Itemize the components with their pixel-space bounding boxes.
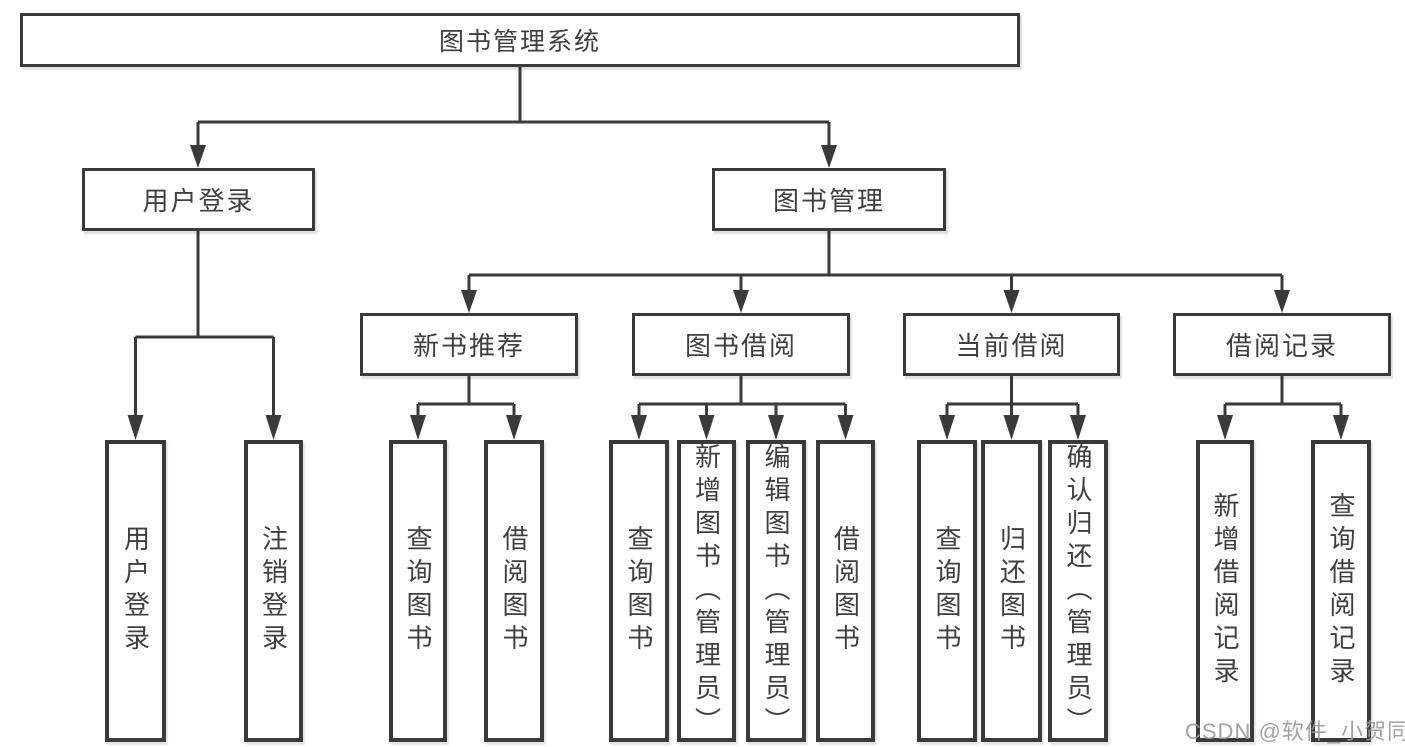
connector-currentborrow-to-leaves bbox=[945, 376, 1080, 417]
leaf-borrow-books-borrowing: 借阅图书 bbox=[816, 440, 875, 742]
leaf-query-books-recommend: 查询图书 bbox=[389, 440, 447, 742]
node-label: 图书管理系统 bbox=[438, 28, 601, 56]
leaf-label: 用户登录 bbox=[120, 525, 151, 657]
leaf-query-books-borrowing: 查询图书 bbox=[609, 440, 669, 742]
connector-root-to-level1 bbox=[196, 67, 831, 147]
leaf-user-login: 用户登录 bbox=[105, 440, 166, 742]
node-label: 当前借阅 bbox=[955, 331, 1068, 361]
leaf-label: 确认归还（管理员） bbox=[1063, 442, 1093, 740]
arrowheads bbox=[127, 145, 1349, 440]
node-book-management: 图书管理 bbox=[712, 168, 946, 231]
node-user-login: 用户登录 bbox=[82, 168, 315, 231]
connector-userlogin-to-leaves bbox=[134, 231, 275, 417]
node-new-book-recommendation: 新书推荐 bbox=[360, 313, 578, 376]
leaf-query-books-current: 查询图书 bbox=[917, 440, 977, 742]
leaf-label: 编辑图书（管理员） bbox=[761, 442, 791, 740]
leaf-borrow-books-recommend: 借阅图书 bbox=[484, 440, 544, 742]
leaf-label: 注销登录 bbox=[258, 525, 289, 657]
leaf-label: 查询图书 bbox=[403, 525, 433, 657]
leaf-label: 借阅图书 bbox=[499, 525, 529, 657]
leaf-label: 借阅图书 bbox=[830, 525, 861, 657]
connector-newbookrec-to-leaves bbox=[416, 376, 516, 417]
node-current-borrowing: 当前借阅 bbox=[903, 313, 1120, 376]
connector-bookmgmt-to-level2 bbox=[467, 231, 1284, 292]
leaf-add-borrow-record: 新增借阅记录 bbox=[1196, 440, 1254, 742]
leaf-label: 查询借阅记录 bbox=[1326, 492, 1356, 690]
connector-borrowrecord-to-leaves bbox=[1223, 376, 1343, 417]
leaf-label: 查询图书 bbox=[624, 525, 654, 657]
csdn-watermark: CSDN @软件_小贺同学 bbox=[1185, 719, 1405, 744]
node-borrowing-records: 借阅记录 bbox=[1173, 313, 1391, 376]
node-label: 图书管理 bbox=[772, 186, 885, 216]
leaf-label: 新增图书（管理员） bbox=[691, 442, 722, 740]
node-label: 用户登录 bbox=[142, 186, 255, 216]
leaf-confirm-return-admin: 确认归还（管理员） bbox=[1048, 440, 1108, 742]
leaf-label: 新增借阅记录 bbox=[1210, 492, 1240, 690]
node-label: 图书借阅 bbox=[684, 331, 797, 361]
leaf-add-books-admin: 新增图书（管理员） bbox=[677, 440, 736, 742]
node-library-management-system: 图书管理系统 bbox=[20, 13, 1020, 67]
node-book-borrowing: 图书借阅 bbox=[632, 313, 850, 376]
leaf-logout: 注销登录 bbox=[244, 440, 303, 742]
connector-bookborrow-to-leaves bbox=[637, 376, 847, 417]
leaf-query-borrow-record: 查询借阅记录 bbox=[1311, 440, 1371, 742]
leaf-label: 查询图书 bbox=[932, 525, 962, 657]
node-label: 借阅记录 bbox=[1225, 331, 1338, 361]
leaf-edit-books-admin: 编辑图书（管理员） bbox=[746, 440, 806, 742]
leaf-label: 归还图书 bbox=[996, 525, 1027, 657]
leaf-return-books: 归还图书 bbox=[981, 440, 1042, 742]
node-label: 新书推荐 bbox=[412, 331, 525, 361]
